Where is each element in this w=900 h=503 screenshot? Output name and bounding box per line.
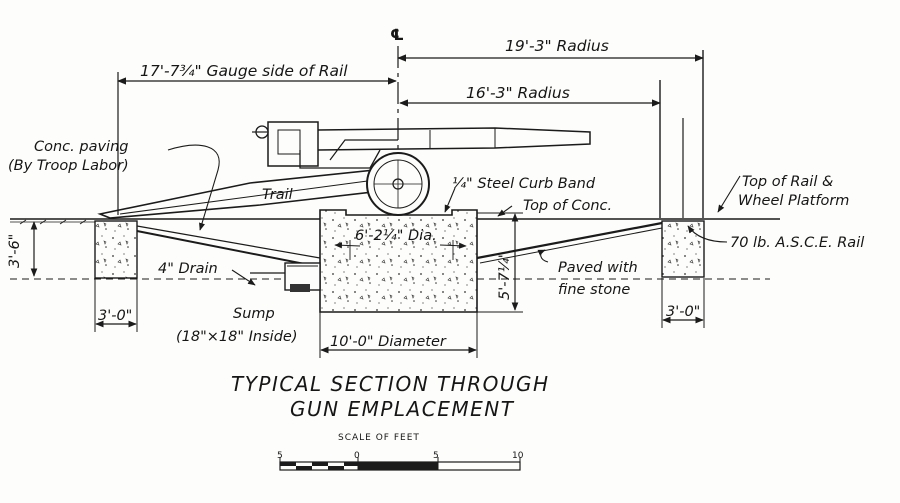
pier-depth-label: 5'-7¼": [497, 252, 513, 300]
scale-bar: SCALE OF FEET 5 0 5 10: [277, 433, 524, 471]
pier-diameter-label: 10'-0" Diameter: [330, 334, 447, 350]
radius-inner-label: 16'-3" Radius: [466, 84, 570, 102]
left-footing-dim-label: 3'-0": [98, 308, 132, 324]
sloped-paving: [136, 221, 663, 268]
leader-lines: [167, 144, 741, 286]
gun-illustration: [97, 121, 591, 219]
paved-label-1: Paved with: [558, 260, 638, 276]
lower-dimensions: [30, 212, 705, 358]
sump-label: Sump: [233, 306, 275, 322]
title-line-2: GUN EMPLACEMENT: [290, 397, 515, 421]
scale-label: SCALE OF FEET: [338, 433, 420, 443]
radius-outer-label: 19'-3" Radius: [505, 37, 609, 55]
troop-labor-label: (By Troop Labor): [8, 158, 129, 174]
central-pier: [319, 209, 478, 313]
top-of-conc-label: Top of Conc.: [523, 198, 612, 214]
right-footing: [661, 220, 705, 278]
centerline-symbol: ℄: [390, 26, 404, 44]
curb-band-label: ¼" Steel Curb Band: [452, 176, 596, 192]
title-line-1: TYPICAL SECTION THROUGH: [231, 372, 550, 396]
depth-left-label: 3'-6": [7, 234, 23, 268]
gauge-side-label: 17'-7¾" Gauge side of Rail: [140, 62, 348, 80]
drain-label: 4" Drain: [158, 261, 218, 277]
left-footing: [94, 220, 138, 279]
right-footing-dim-label: 3'-0": [666, 304, 700, 320]
top-dimensions: [117, 50, 704, 218]
conc-paving-label: Conc. paving: [34, 139, 128, 155]
drain-sump: [250, 262, 321, 292]
pier-dia-label: 6'-2¼" Dia.: [355, 228, 437, 244]
wheel-platform-label: Wheel Platform: [738, 193, 849, 209]
scale-tick-5: 5: [433, 451, 439, 461]
top-of-rail-label: Top of Rail &: [742, 174, 833, 190]
scale-tick-5-left: 5: [277, 451, 283, 461]
rail-spec-label: 70 lb. A.S.C.E. Rail: [730, 235, 864, 251]
scale-tick-0: 0: [354, 451, 360, 461]
scale-tick-10: 10: [512, 451, 524, 461]
sump-size-label: (18"×18" Inside): [176, 329, 298, 345]
trail-label: Trail: [262, 187, 293, 203]
paved-label-2: fine stone: [558, 282, 630, 298]
